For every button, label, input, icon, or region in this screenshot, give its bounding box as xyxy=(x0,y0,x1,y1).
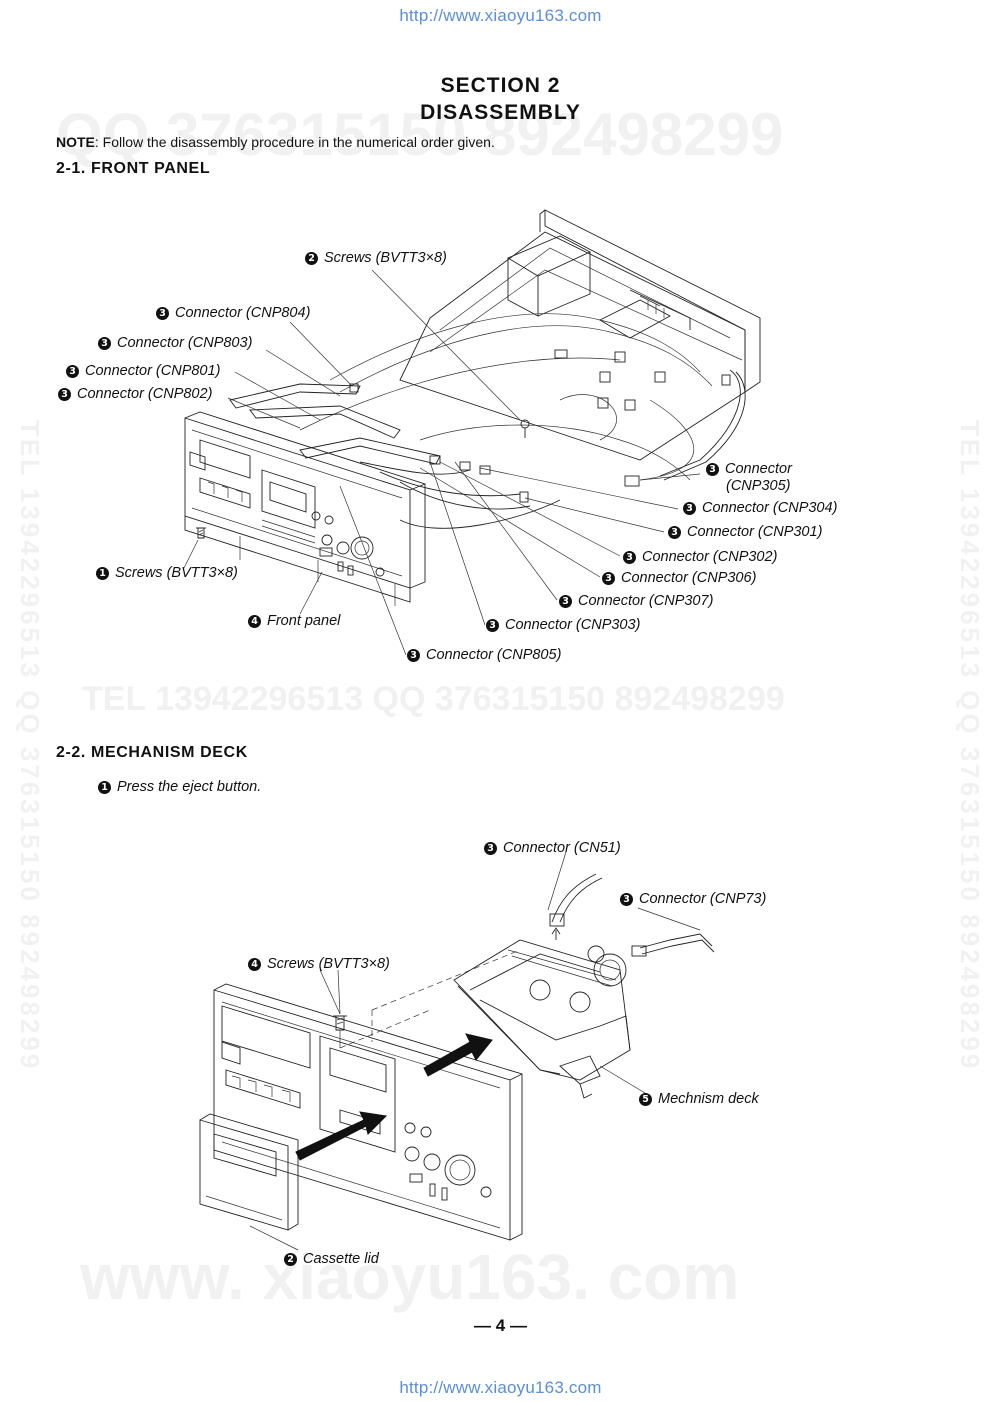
step-badge: 3 xyxy=(156,306,169,320)
note-text: NOTE: Follow the disassembly procedure i… xyxy=(56,134,495,150)
step-badge: 3 xyxy=(66,364,79,378)
step-badge: 3 xyxy=(559,594,572,608)
front-panel-diagram xyxy=(183,209,761,656)
label-text: Press the eject button. xyxy=(117,779,262,795)
page-number: — 4 — xyxy=(474,1316,527,1335)
label-text: Connector (CNP802) xyxy=(77,386,213,402)
label-connector-cnp301: 3 Connector (CNP301) xyxy=(668,524,822,540)
step-badge: 2 xyxy=(284,1252,297,1266)
step-badge: 1 xyxy=(98,780,111,794)
label-text: Connector (CNP303) xyxy=(505,617,641,633)
label-text: Connector (CNP304) xyxy=(702,500,838,516)
step-badge: 3 xyxy=(486,618,499,632)
label-connector-cnp803: 3 Connector (CNP803) xyxy=(98,335,252,351)
label-connector-cnp302: 3 Connector (CNP302) xyxy=(623,549,777,565)
label-connector-cnp805: 3 Connector (CNP805) xyxy=(407,647,561,663)
label-connector-cnp305: 3 Connector xyxy=(706,461,792,477)
label-text: Screws (BVTT3×8) xyxy=(324,250,447,266)
step-badge: 5 xyxy=(639,1092,652,1106)
label-text: Connector (CN51) xyxy=(503,840,621,856)
label-text: Connector (CNP805) xyxy=(426,647,562,663)
label-text: Connector xyxy=(725,461,792,477)
watermark-top: QQ 376315150 892498299 xyxy=(56,101,784,168)
label-front-panel: 4 Front panel xyxy=(248,613,340,629)
label-text: Connector (CNP73) xyxy=(639,891,767,907)
label-connector-cnp804: 3 Connector (CNP804) xyxy=(156,305,310,321)
label-mechanism-deck: 5 Mechnism deck xyxy=(639,1091,759,1107)
step-badge: 3 xyxy=(602,571,615,585)
header-url-link[interactable]: http://www.xiaoyu163.com xyxy=(399,6,602,25)
label-text: Connector (CNP804) xyxy=(175,305,311,321)
label-text: (CNP305) xyxy=(726,478,791,494)
step-badge: 3 xyxy=(668,525,681,539)
label-connector-cnp73: 3 Connector (CNP73) xyxy=(620,891,766,907)
label-connector-cnp802: 3 Connector (CNP802) xyxy=(58,386,212,402)
label-connector-cnp304: 3 Connector (CNP304) xyxy=(683,500,837,516)
step-badge: 3 xyxy=(620,892,633,906)
footer-url-link[interactable]: http://www.xiaoyu163.com xyxy=(399,1378,602,1397)
label-text: Mechnism deck xyxy=(658,1091,759,1107)
instruction-press-eject: 1 Press the eject button. xyxy=(98,779,261,795)
section-number: SECTION 2 xyxy=(440,74,561,97)
label-cassette-lid: 2 Cassette lid xyxy=(284,1251,379,1267)
label-text: Connector (CNP302) xyxy=(642,549,778,565)
front-panel-heading: 2-1. FRONT PANEL xyxy=(56,160,211,177)
label-connector-cnp305-code: (CNP305) xyxy=(726,478,790,494)
note-body: : Follow the disassembly procedure in th… xyxy=(94,134,495,150)
watermark-middle: TEL 13942296513 QQ 376315150 892498299 xyxy=(82,680,785,718)
label-text: Connector (CNP801) xyxy=(85,363,221,379)
step-badge: 3 xyxy=(623,550,636,564)
step-badge: 3 xyxy=(706,462,719,476)
label-connector-cnp306: 3 Connector (CNP306) xyxy=(602,570,756,586)
step-badge: 3 xyxy=(58,387,71,401)
watermark-bottom: www. xiaoyu163. com xyxy=(80,1241,740,1313)
step-badge: 1 xyxy=(96,566,109,580)
label-text: Screws (BVTT3×8) xyxy=(115,565,238,581)
step-badge: 3 xyxy=(407,648,420,662)
label-screws-bvtt-1: 1 Screws (BVTT3×8) xyxy=(96,565,238,581)
label-text: Cassette lid xyxy=(303,1251,379,1267)
label-text: Connector (CNP803) xyxy=(117,335,253,351)
label-text: Connector (CNP307) xyxy=(578,593,714,609)
step-badge: 4 xyxy=(248,957,261,971)
label-screws-bvtt-4: 4 Screws (BVTT3×8) xyxy=(248,956,390,972)
step-badge: 2 xyxy=(305,251,318,265)
label-text: Connector (CNP306) xyxy=(621,570,757,586)
step-badge: 3 xyxy=(683,501,696,515)
label-connector-cnp307: 3 Connector (CNP307) xyxy=(559,593,713,609)
label-connector-cnp303: 3 Connector (CNP303) xyxy=(486,617,640,633)
note-prefix: NOTE xyxy=(56,134,95,150)
label-text: Screws (BVTT3×8) xyxy=(267,956,390,972)
watermark-side-right: TEL 13942296513 QQ 376315150 892498299 xyxy=(955,420,985,1072)
label-text: Connector (CNP301) xyxy=(687,524,823,540)
mechanism-deck-heading: 2-2. MECHANISM DECK xyxy=(56,744,248,761)
label-connector-cnp801: 3 Connector (CNP801) xyxy=(66,363,220,379)
label-screws-bvtt-2: 2 Screws (BVTT3×8) xyxy=(305,250,447,266)
label-text: Front panel xyxy=(267,613,341,629)
mechanism-deck-diagram xyxy=(199,851,715,1251)
step-badge: 3 xyxy=(484,841,497,855)
section-title: DISASSEMBLY xyxy=(420,101,581,124)
watermark-side-left: TEL 13942296513 QQ 376315150 892498299 xyxy=(15,420,45,1072)
label-connector-cn51: 3 Connector (CN51) xyxy=(484,840,621,856)
step-badge: 3 xyxy=(98,336,111,350)
step-badge: 4 xyxy=(248,614,261,628)
